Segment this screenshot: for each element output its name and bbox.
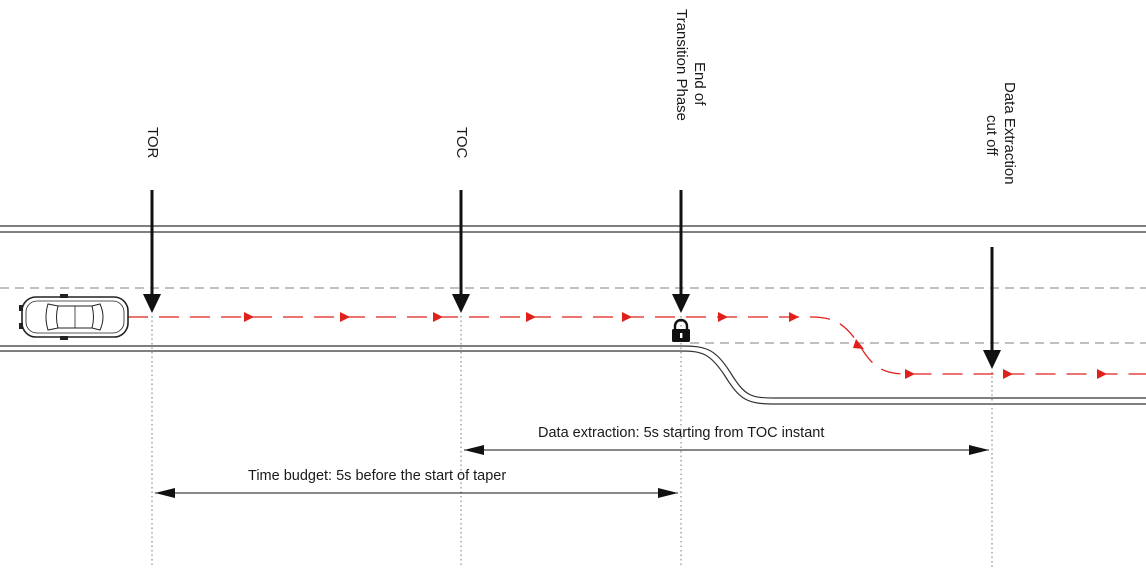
label-end-transition-line2: Transition Phase <box>673 9 690 121</box>
road <box>0 225 1146 405</box>
lock-icon <box>672 318 690 342</box>
trajectory-arrow <box>905 369 915 379</box>
label-data-cutoff-line2: cut off <box>983 115 1000 156</box>
dimension-time-budget: Time budget: 5s before the start of tape… <box>155 468 678 498</box>
taper-edge-inner <box>0 350 1146 405</box>
trajectory-arrow <box>340 312 350 322</box>
time-guides <box>151 316 993 568</box>
label-data-cutoff-line1: Data Extraction <box>1001 82 1018 185</box>
arrowhead-toc <box>452 294 470 313</box>
trajectory-arrow <box>1097 369 1107 379</box>
label-tor: TOR <box>144 127 161 159</box>
label-data-extraction: Data extraction: 5s starting from TOC in… <box>538 425 824 441</box>
label-time-budget: Time budget: 5s before the start of tape… <box>248 468 506 484</box>
trajectory-arrow <box>244 312 254 322</box>
taper-edge-outer <box>0 345 1146 399</box>
car-icon <box>19 294 129 340</box>
trajectory-arrow <box>1003 369 1013 379</box>
vehicle-trajectory <box>128 312 1146 379</box>
trajectory-arrow <box>433 312 443 322</box>
label-toc: TOC <box>453 127 470 159</box>
arrowhead-data-cutoff <box>983 350 1001 369</box>
trajectory-path <box>128 316 1146 375</box>
trajectory-arrow <box>853 339 864 349</box>
arrowhead-end-transition <box>672 294 690 313</box>
arrowhead-tor <box>143 294 161 313</box>
trajectory-arrow <box>526 312 536 322</box>
marker-arrows <box>143 190 1001 369</box>
trajectory-arrow <box>718 312 728 322</box>
trajectory-arrow <box>622 312 632 322</box>
trajectory-arrow <box>789 312 799 322</box>
label-end-transition-line1: End of <box>691 62 708 106</box>
dimension-data-extraction: Data extraction: 5s starting from TOC in… <box>464 425 989 455</box>
